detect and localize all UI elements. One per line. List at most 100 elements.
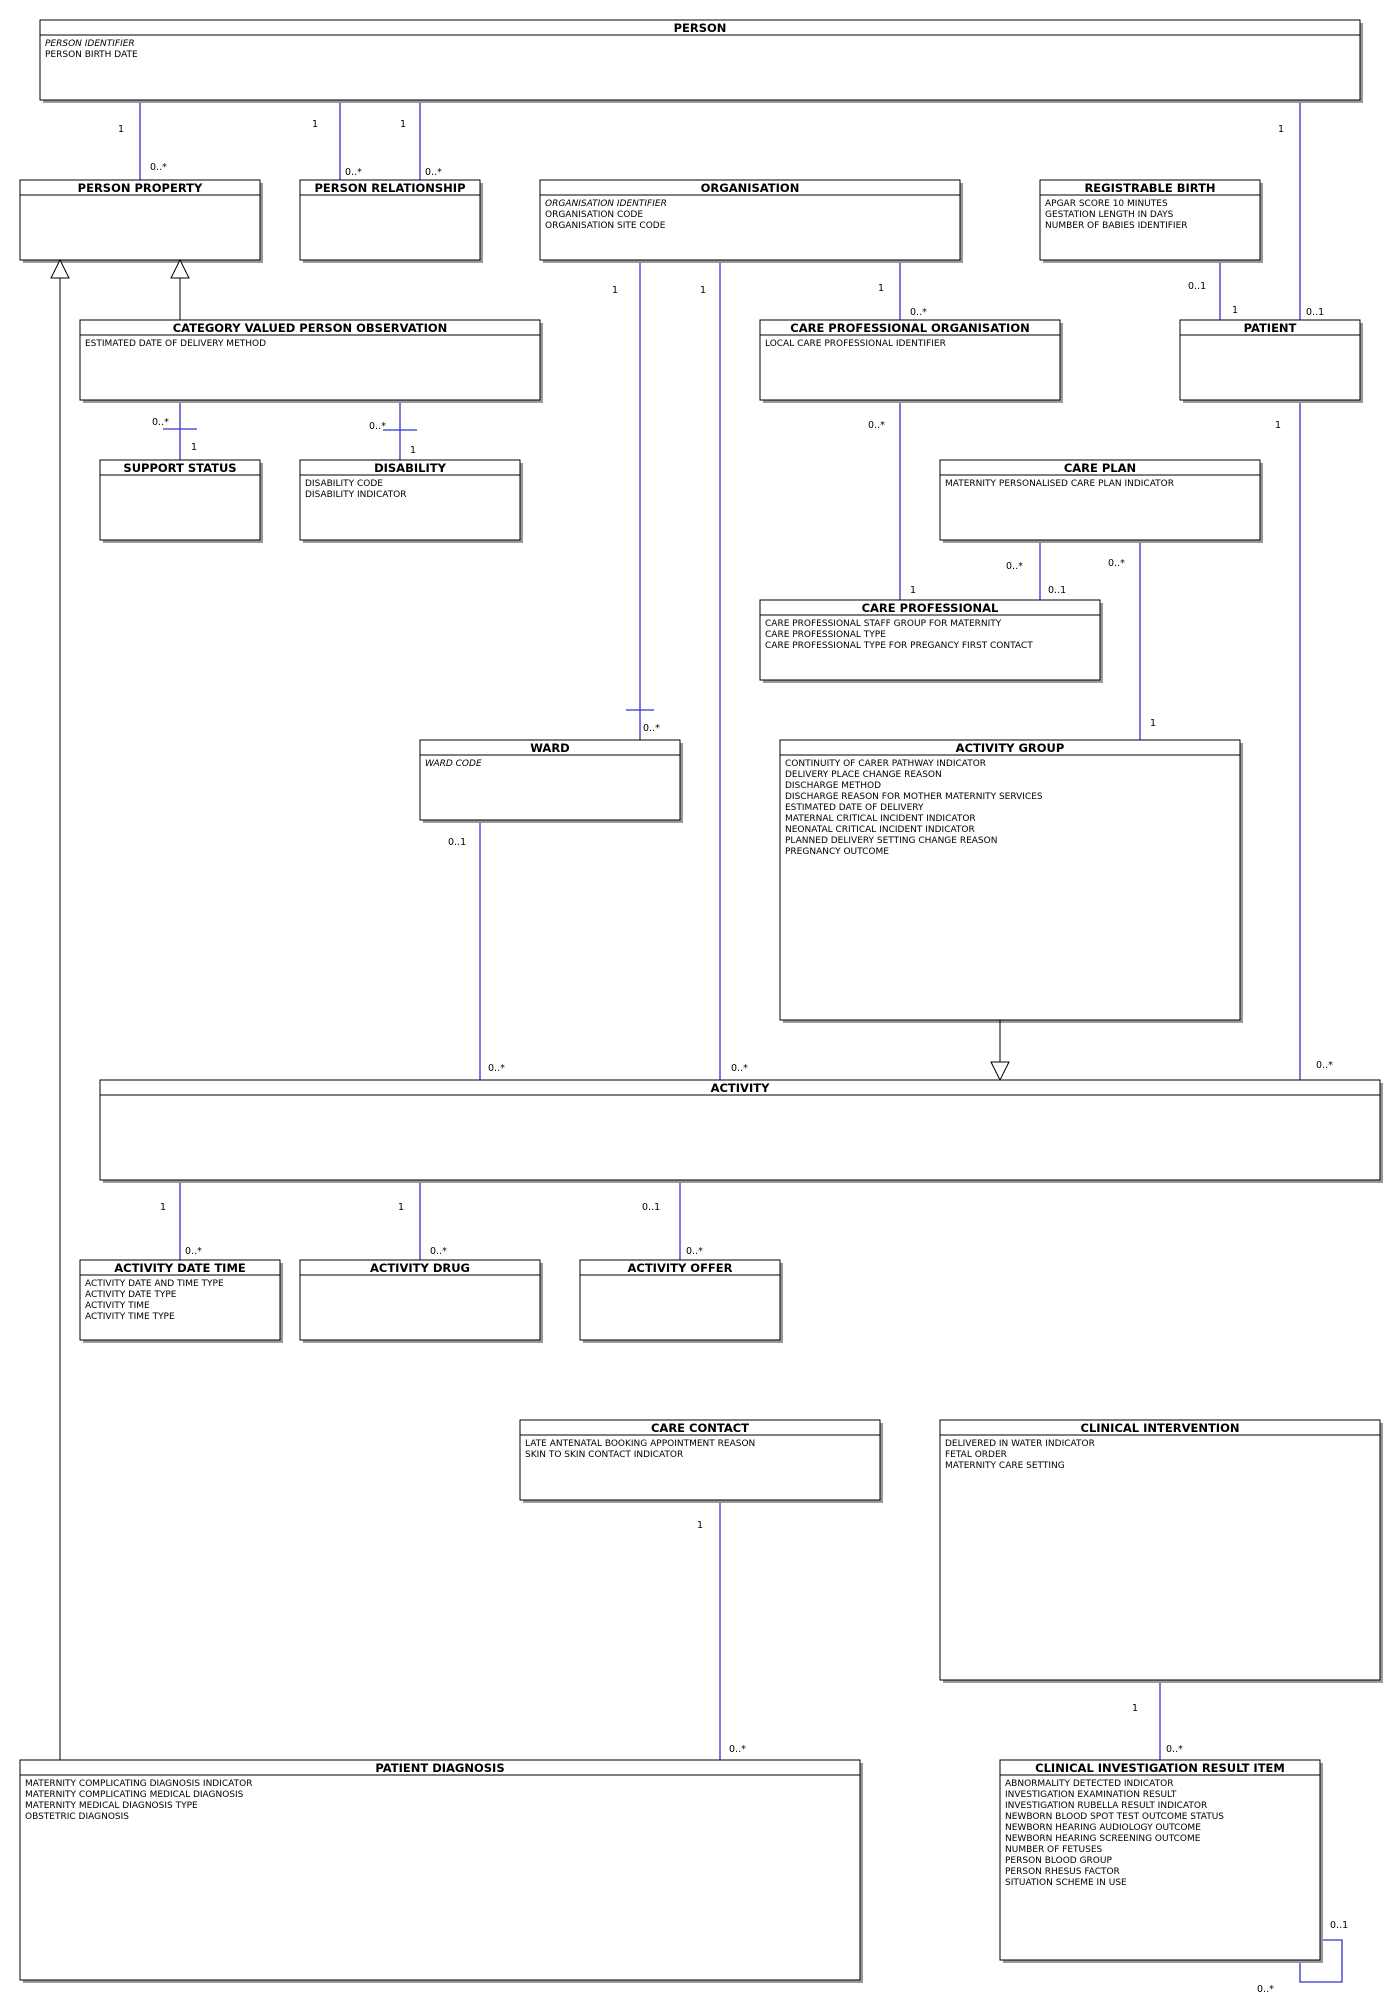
multiplicity-label: 1	[1275, 420, 1281, 431]
entity-ward: WARD WARD CODE	[419, 739, 683, 823]
generalization-patient-diagnosis-person-property	[50, 258, 70, 1760]
entity-title: CATEGORY VALUED PERSON OBSERVATION	[173, 321, 448, 335]
entity-box	[939, 1419, 1381, 1681]
entity-activity: ACTIVITY	[99, 1079, 1383, 1183]
entity-title: ACTIVITY DATE TIME	[114, 1261, 246, 1275]
entity-title: WARD	[530, 741, 569, 755]
entity-attribute: PERSON BLOOD GROUP	[1005, 1856, 1112, 1866]
multiplicity-label: 0..*	[643, 723, 660, 734]
entity-title: DISABILITY	[374, 461, 447, 475]
entity-box	[99, 459, 261, 541]
entity-attribute: CONTINUITY OF CARER PATHWAY INDICATOR	[785, 759, 986, 769]
entity-box	[519, 1419, 881, 1501]
entity-clinical-investigation-result-item: CLINICAL INVESTIGATION RESULT ITEM ABNORM…	[999, 1759, 1323, 1963]
multiplicity-label: 1	[398, 1202, 404, 1213]
generalization-arrowhead	[170, 258, 190, 279]
multiplicity-label: 1	[697, 1520, 703, 1531]
entity-person-relationship: PERSON RELATIONSHIP	[299, 179, 483, 263]
entity-attribute: GESTATION LENGTH IN DAYS	[1045, 210, 1174, 220]
entity-title: ACTIVITY GROUP	[956, 741, 1065, 755]
entity-activity-group: ACTIVITY GROUP CONTINUITY OF CARER PATHWA…	[779, 739, 1243, 1023]
multiplicity-label: 1	[312, 119, 318, 130]
entity-attribute: NEWBORN BLOOD SPOT TEST OUTCOME STATUS	[1005, 1812, 1224, 1822]
multiplicity-label: 1	[191, 442, 197, 453]
entity-attribute: INVESTIGATION RUBELLA RESULT INDICATOR	[1005, 1801, 1207, 1811]
multiplicity-label: 0..*	[150, 162, 167, 173]
entity-attribute: DISABILITY INDICATOR	[305, 490, 407, 500]
multiplicity-label: 1	[910, 585, 916, 596]
multiplicity-label: 0..*	[1166, 1744, 1183, 1755]
entity-attribute: CARE PROFESSIONAL TYPE	[765, 630, 886, 640]
generalization-arrowhead	[50, 258, 70, 279]
entity-title: ACTIVITY DRUG	[370, 1261, 470, 1275]
entity-box	[1039, 179, 1261, 261]
multiplicity-label: 1	[1232, 305, 1238, 316]
entity-box	[39, 19, 1361, 101]
relationship-category-valued-person-observation-support-status	[163, 400, 197, 460]
entity-attribute: PERSON IDENTIFIER	[45, 39, 135, 49]
entity-attribute: ABNORMALITY DETECTED INDICATOR	[1005, 1779, 1173, 1789]
entity-box	[419, 739, 681, 821]
multiplicity-label: 1	[400, 119, 406, 130]
entity-box	[299, 1259, 541, 1341]
entity-attribute: NEWBORN HEARING AUDIOLOGY OUTCOME	[1005, 1823, 1201, 1833]
multiplicity-label: 0..*	[488, 1063, 505, 1074]
entity-attribute: DISCHARGE METHOD	[785, 781, 881, 791]
multiplicity-label: 0..*	[1257, 1984, 1274, 1995]
multiplicity-label: 0..*	[1108, 558, 1125, 569]
entity-attribute: MATERNITY COMPLICATING DIAGNOSIS INDICAT…	[25, 1779, 252, 1789]
entity-activity-offer: ACTIVITY OFFER	[579, 1259, 783, 1343]
entity-category-valued-person-observation: CATEGORY VALUED PERSON OBSERVATION ESTIMA…	[79, 319, 543, 403]
entity-box	[299, 459, 521, 541]
multiplicity-label: 0..1	[1048, 585, 1066, 596]
multiplicity-label: 0..1	[1330, 1920, 1348, 1931]
multiplicity-label: 1	[700, 285, 706, 296]
multiplicity-label: 1	[118, 124, 124, 135]
multiplicity-label: 0..*	[910, 307, 927, 318]
multiplicity-label: 0..*	[425, 167, 442, 178]
entity-title: PERSON PROPERTY	[78, 181, 203, 195]
entity-box	[759, 319, 1061, 401]
entity-box	[759, 599, 1101, 681]
multiplicity-label: 1	[160, 1202, 166, 1213]
entity-attribute: PREGNANCY OUTCOME	[785, 847, 889, 857]
entity-title: CLINICAL INVESTIGATION RESULT ITEM	[1035, 1761, 1285, 1775]
multiplicity-label: 0..*	[731, 1063, 748, 1074]
entity-attribute: FETAL ORDER	[945, 1450, 1007, 1460]
entity-attribute: OBSTETRIC DIAGNOSIS	[25, 1812, 129, 1822]
entity-attribute: MATERNITY MEDICAL DIAGNOSIS TYPE	[25, 1801, 198, 1811]
entity-attribute: DISCHARGE REASON FOR MOTHER MATERNITY SE…	[785, 792, 1043, 802]
multiplicity-label: 1	[410, 445, 416, 456]
entity-person-property: PERSON PROPERTY	[19, 179, 263, 263]
generalization-category-valued-person-observation-person-property	[170, 258, 190, 320]
entity-attribute: ESTIMATED DATE OF DELIVERY	[785, 803, 924, 813]
multiplicity-label: 0..*	[185, 1246, 202, 1257]
entity-title: CLINICAL INTERVENTION	[1081, 1421, 1240, 1435]
entity-attribute: CARE PROFESSIONAL TYPE FOR PREGANCY FIRS…	[765, 641, 1033, 651]
entity-attribute: MATERNAL CRITICAL INCIDENT INDICATOR	[785, 814, 976, 824]
entity-attribute: ACTIVITY DATE TYPE	[85, 1290, 177, 1300]
multiplicity-label: 1	[878, 283, 884, 294]
entity-box	[939, 459, 1261, 541]
multiplicity-label: 0..*	[1316, 1060, 1333, 1071]
entity-attribute: NUMBER OF BABIES IDENTIFIER	[1045, 221, 1188, 231]
entity-title: SUPPORT STATUS	[123, 461, 236, 475]
entity-attribute: NUMBER OF FETUSES	[1005, 1845, 1103, 1855]
entity-attribute: DELIVERY PLACE CHANGE REASON	[785, 770, 942, 780]
entity-attribute: ESTIMATED DATE OF DELIVERY METHOD	[85, 339, 266, 349]
entity-title: CARE PROFESSIONAL ORGANISATION	[790, 321, 1029, 335]
multiplicity-label: 0..*	[729, 1744, 746, 1755]
entity-box	[79, 1259, 281, 1341]
entity-attribute: WARD CODE	[425, 759, 482, 769]
entity-attribute: CARE PROFESSIONAL STAFF GROUP FOR MATERN…	[765, 619, 1002, 629]
entity-box	[1179, 319, 1361, 401]
lines-layer	[139, 100, 1343, 1983]
multiplicity-label: 0..*	[369, 421, 386, 432]
entity-box	[579, 1259, 781, 1341]
